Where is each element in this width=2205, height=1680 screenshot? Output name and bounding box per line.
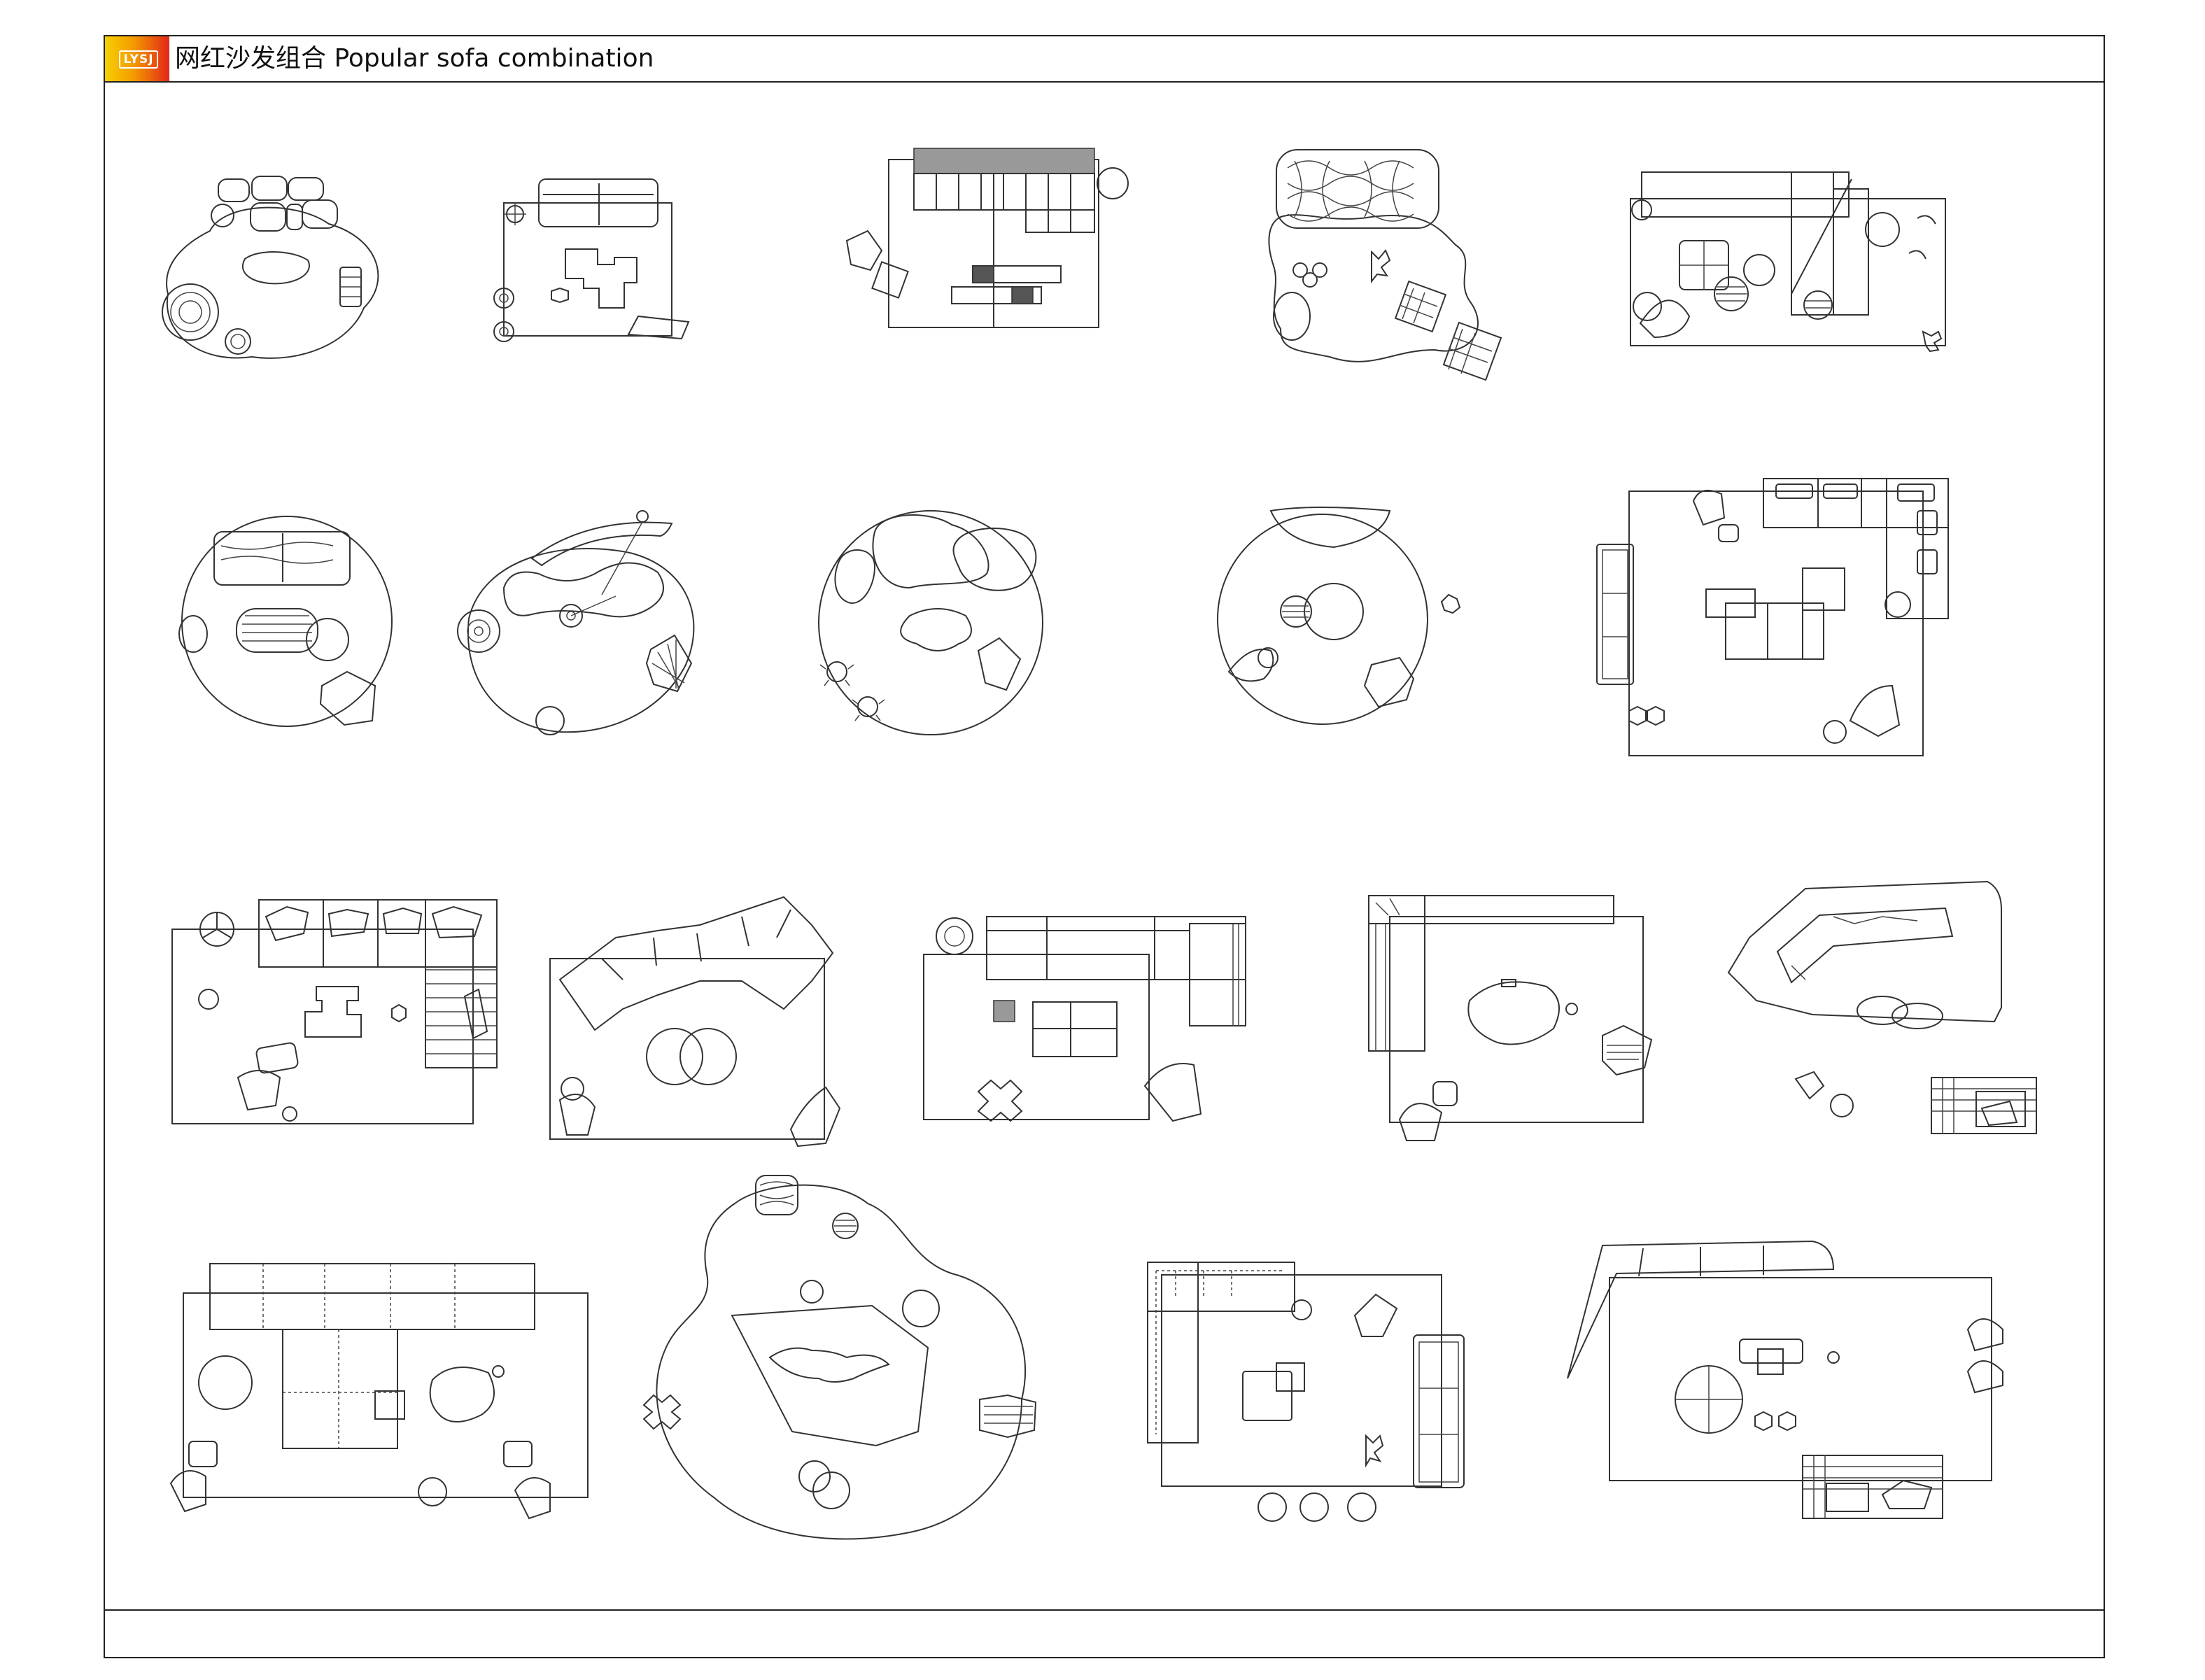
- plan-screen-sofa: [1630, 171, 1946, 353]
- brand-logo: LYSJ: [105, 36, 169, 81]
- plan-sofa-puzzle-table: [493, 178, 690, 342]
- plan-round-rug-shell-sofa: [1217, 507, 1461, 725]
- plan-lounge-sofa-round-table: [1567, 1240, 2003, 1519]
- plan-l-sofa-oval-table: [1368, 895, 1653, 1141]
- title-bar: LYSJ 网红沙发组合 Popular sofa combination: [104, 35, 2105, 83]
- plan-sectional-stair-rug: [171, 899, 498, 1124]
- drawing-frame: [104, 35, 2105, 1658]
- page-title: 网红沙发组合 Popular sofa combination: [175, 44, 654, 73]
- plan-knot-sofa: [1268, 149, 1502, 381]
- brand-logo-text: LYSJ: [119, 50, 158, 69]
- plan-l-sofa-stools: [1147, 1262, 1465, 1522]
- plan-curved-sofa: [457, 510, 695, 735]
- plan-round-rug-sofa: [178, 516, 393, 727]
- plan-curved-modular-sofa: [549, 896, 841, 1148]
- plan-amoeba-rug: [642, 1175, 1037, 1540]
- plan-cloud-sofa: [818, 510, 1043, 735]
- plan-angled-corner-sofa: [1727, 880, 2037, 1134]
- plan-l-sofa-blocks: [923, 916, 1246, 1122]
- plan-boulder-sofa: [162, 176, 379, 359]
- plan-l-sofa-rug: [1596, 478, 1949, 756]
- footer-divider: [104, 1609, 2105, 1611]
- plan-tufted-sectional: [845, 148, 1129, 328]
- plan-u-sofa-rug: [169, 1263, 589, 1520]
